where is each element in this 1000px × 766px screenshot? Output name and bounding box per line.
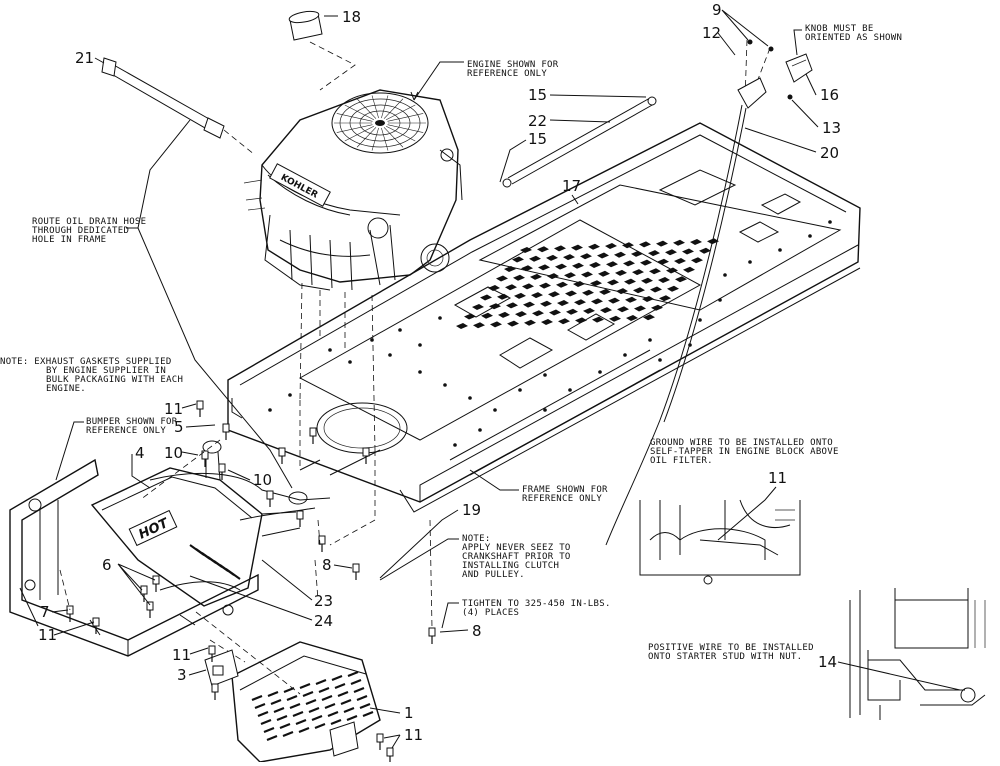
note-ground-wire: GROUND WIRE TO BE INSTALLED ONTO SELF-TA…	[650, 438, 839, 466]
callout-6: 6	[102, 556, 112, 574]
detail-positive-wire	[849, 588, 986, 720]
svg-text:REFERENCE ONLY: REFERENCE ONLY	[86, 426, 166, 436]
svg-text:ONTO STARTER STUD WITH NUT.: ONTO STARTER STUD WITH NUT.	[648, 652, 802, 662]
note-oil-drain-route: ROUTE OIL DRAIN HOSE THROUGH DEDICATED H…	[32, 119, 293, 489]
callout-9: 9	[712, 1, 722, 19]
note-engine-reference: ENGINE SHOWN FOR REFERENCE ONLY	[410, 60, 559, 101]
callout-21: 21	[75, 49, 94, 67]
part-22-rod	[502, 96, 657, 188]
callout-4: 4	[135, 444, 145, 462]
svg-text:BY ENGINE SUPPLIER IN: BY ENGINE SUPPLIER IN	[46, 366, 166, 376]
callout-13: 13	[822, 119, 841, 137]
svg-text:ENGINE.: ENGINE.	[46, 384, 86, 394]
detail-ground-wire	[639, 499, 801, 585]
callout-11-a: 11	[164, 400, 183, 418]
part-21-oil-drain-hose	[101, 57, 256, 156]
svg-text:INSTALLING CLUTCH: INSTALLING CLUTCH	[462, 561, 559, 571]
note-never-seez: NOTE: APPLY NEVER SEEZ TO CRANKSHAFT PRI…	[379, 534, 571, 581]
svg-text:REFERENCE ONLY: REFERENCE ONLY	[522, 494, 602, 504]
engine-fan-grille	[331, 92, 429, 154]
svg-text:HOLE IN FRAME: HOLE IN FRAME	[32, 235, 106, 245]
frame	[227, 122, 861, 513]
svg-text:TIGHTEN TO 325-450 IN-LBS.: TIGHTEN TO 325-450 IN-LBS.	[462, 599, 611, 609]
callout-17: 17	[562, 177, 581, 195]
svg-text:BUMPER SHOWN FOR: BUMPER SHOWN FOR	[86, 417, 178, 427]
callout-14: 14	[818, 653, 837, 671]
callout-15-top: 15	[528, 86, 547, 104]
note-bumper-reference: BUMPER SHOWN FOR REFERENCE ONLY	[55, 417, 178, 481]
svg-text:FRAME SHOWN FOR: FRAME SHOWN FOR	[522, 485, 608, 495]
part-1-exhaust-guard	[231, 641, 381, 763]
note-knob-orientation: KNOB MUST BE ORIENTED AS SHOWN	[793, 24, 902, 56]
svg-text:NOTE:: NOTE:	[462, 534, 491, 544]
svg-text:GROUND WIRE TO BE INSTALLED ON: GROUND WIRE TO BE INSTALLED ONTO	[650, 438, 833, 448]
callout-11-d: 11	[404, 726, 423, 744]
part-18-cap	[288, 10, 356, 91]
callout-22: 22	[528, 112, 547, 130]
callout-10-a: 10	[164, 444, 183, 462]
svg-text:BULK PACKAGING WITH EACH: BULK PACKAGING WITH EACH	[46, 375, 183, 385]
svg-text:POSITIVE WIRE TO BE INSTALLED: POSITIVE WIRE TO BE INSTALLED	[648, 643, 814, 653]
fasteners	[66, 400, 436, 764]
svg-text:ROUTE OIL DRAIN HOSE: ROUTE OIL DRAIN HOSE	[32, 217, 146, 227]
callout-7: 7	[40, 603, 50, 621]
callout-12: 12	[702, 24, 721, 42]
callout-5: 5	[174, 418, 184, 436]
callout-20: 20	[820, 144, 839, 162]
callout-11-e: 11	[768, 469, 787, 487]
svg-text:AND PULLEY.: AND PULLEY.	[462, 570, 525, 580]
svg-text:APPLY NEVER SEEZ TO: APPLY NEVER SEEZ TO	[462, 543, 571, 553]
part-20-cable	[605, 39, 813, 546]
callout-11-c: 11	[172, 646, 191, 664]
callout-8-a: 8	[322, 556, 332, 574]
bumper	[9, 458, 301, 695]
callout-19: 19	[462, 501, 481, 519]
svg-text:REFERENCE ONLY: REFERENCE ONLY	[467, 69, 547, 79]
note-positive-wire: POSITIVE WIRE TO BE INSTALLED ONTO START…	[648, 643, 814, 662]
callout-24: 24	[314, 612, 333, 630]
svg-text:CRANKSHAFT PRIOR TO: CRANKSHAFT PRIOR TO	[462, 552, 571, 562]
routing-lines	[59, 400, 433, 629]
callout-11-b: 11	[38, 626, 57, 644]
callout-15-bottom: 15	[528, 130, 547, 148]
callout-8-b: 8	[472, 622, 482, 640]
callout-23: 23	[314, 592, 333, 610]
note-tighten-torque: TIGHTEN TO 325-450 IN-LBS. (4) PLACES	[441, 599, 611, 629]
svg-text:ORIENTED AS SHOWN: ORIENTED AS SHOWN	[805, 33, 902, 43]
callout-18: 18	[342, 8, 361, 26]
callout-16: 16	[820, 86, 839, 104]
frame-holes	[268, 220, 832, 447]
note-frame-reference: FRAME SHOWN FOR REFERENCE ONLY	[469, 469, 608, 504]
engine-brand-plate: KOHLER	[269, 163, 331, 207]
engine: KOHLER	[243, 89, 463, 451]
callout-1: 1	[404, 704, 414, 722]
svg-text:OIL FILTER.: OIL FILTER.	[650, 456, 713, 466]
note-exhaust-gaskets: NOTE: EXHAUST GASKETS SUPPLIED BY ENGINE…	[0, 357, 183, 394]
callouts: 18 21 9 12 16 13 20 15 22 15 17 11 5 10 …	[19, 1, 961, 749]
svg-text:NOTE: EXHAUST GASKETS SUPPLIED: NOTE: EXHAUST GASKETS SUPPLIED	[0, 357, 172, 367]
svg-text:THROUGH DEDICATED: THROUGH DEDICATED	[32, 226, 129, 236]
svg-text:SELF-TAPPER IN ENGINE BLOCK AB: SELF-TAPPER IN ENGINE BLOCK ABOVE	[650, 447, 839, 457]
callout-3: 3	[177, 666, 187, 684]
svg-text:ENGINE SHOWN FOR: ENGINE SHOWN FOR	[467, 60, 559, 70]
svg-text:(4) PLACES: (4) PLACES	[462, 608, 519, 618]
svg-text:KNOB MUST BE: KNOB MUST BE	[805, 24, 874, 34]
part-3-bracket	[204, 649, 239, 687]
callout-10-b: 10	[253, 471, 272, 489]
